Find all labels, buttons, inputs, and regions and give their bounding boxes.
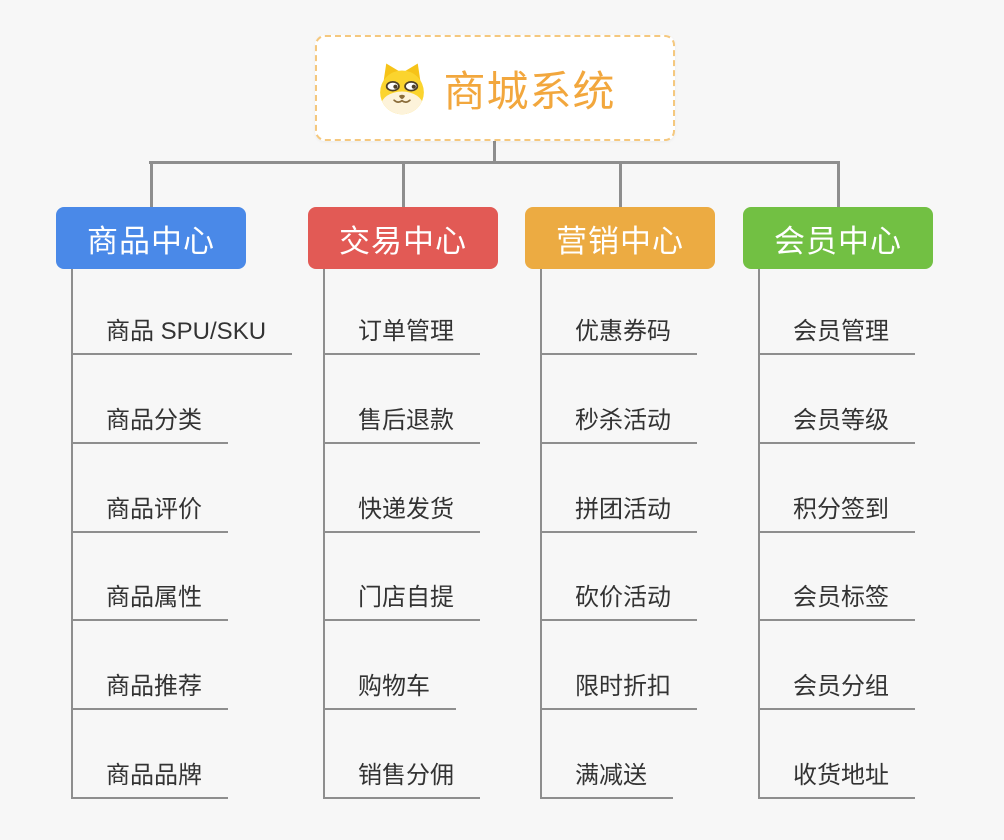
item-node[interactable]: 商品推荐 (72, 668, 228, 710)
item-node[interactable]: 商品评价 (72, 491, 228, 533)
item-node[interactable]: 售后退款 (324, 402, 480, 444)
root-node[interactable]: 商城系统 (315, 35, 675, 141)
column-line (540, 269, 542, 799)
column-line (758, 269, 760, 799)
item-node[interactable]: 收货地址 (759, 757, 915, 799)
item-node[interactable]: 商品分类 (72, 402, 228, 444)
column-line (71, 269, 73, 799)
item-node[interactable]: 满减送 (541, 757, 673, 799)
item-node[interactable]: 购物车 (324, 668, 456, 710)
item-node[interactable]: 商品属性 (72, 579, 228, 621)
item-node[interactable]: 门店自提 (324, 579, 480, 621)
root-stub-line (493, 141, 496, 164)
branch-node-2[interactable]: 交易中心 (308, 207, 498, 269)
item-node[interactable]: 会员标签 (759, 579, 915, 621)
branch-drop-line (619, 161, 622, 207)
branch-drop-line (402, 161, 405, 207)
item-node[interactable]: 快递发货 (324, 491, 480, 533)
branch-node-1[interactable]: 商品中心 (56, 207, 246, 269)
item-node[interactable]: 秒杀活动 (541, 402, 697, 444)
item-node[interactable]: 销售分佣 (324, 757, 480, 799)
branch-drop-line (837, 161, 840, 207)
item-node[interactable]: 拼团活动 (541, 491, 697, 533)
item-node[interactable]: 商品 SPU/SKU (72, 313, 293, 355)
item-node[interactable]: 会员等级 (759, 402, 915, 444)
item-node[interactable]: 砍价活动 (541, 579, 697, 621)
item-node[interactable]: 优惠券码 (541, 313, 697, 355)
root-title: 商城系统 (443, 67, 616, 115)
branch-drop-line (150, 161, 153, 207)
branch-node-3[interactable]: 营销中心 (525, 207, 715, 269)
item-node[interactable]: 限时折扣 (541, 668, 697, 710)
rail-line (149, 161, 839, 164)
branch-node-4[interactable]: 会员中心 (743, 207, 933, 269)
dog-icon (374, 60, 430, 116)
item-node[interactable]: 会员分组 (759, 668, 915, 710)
item-node[interactable]: 会员管理 (759, 313, 915, 355)
item-node[interactable]: 订单管理 (324, 313, 480, 355)
item-node[interactable]: 积分签到 (759, 491, 915, 533)
column-line (323, 269, 325, 799)
item-node[interactable]: 商品品牌 (72, 757, 228, 799)
